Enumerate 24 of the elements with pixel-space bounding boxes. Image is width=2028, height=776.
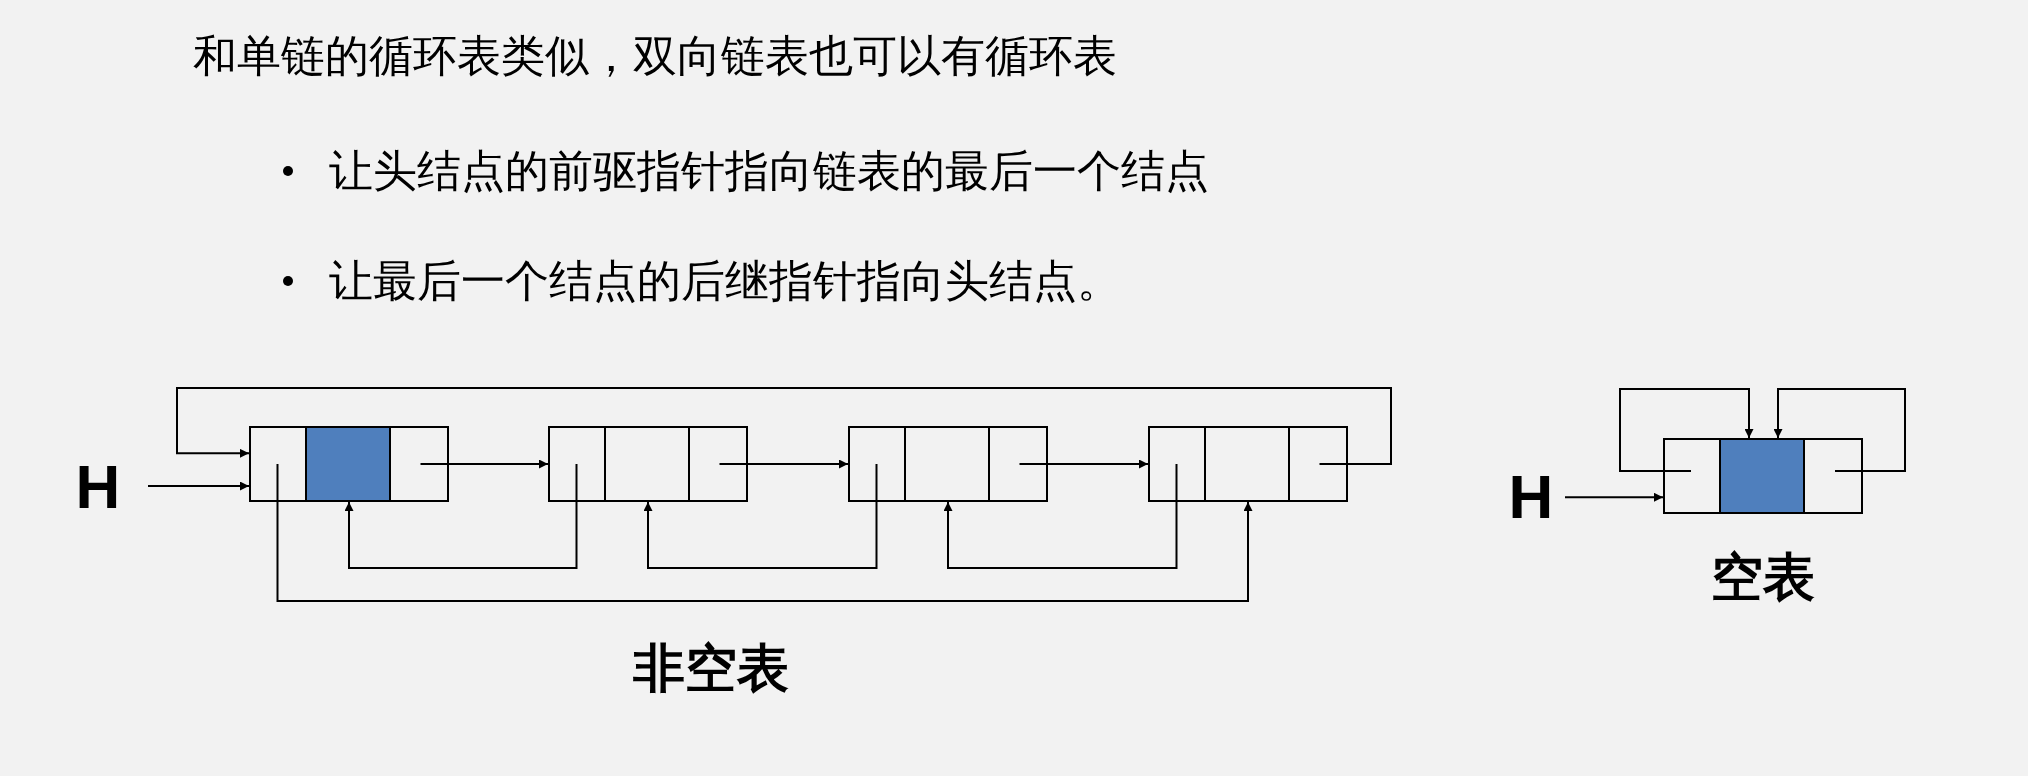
arrow <box>147 481 250 491</box>
arrow <box>643 463 878 569</box>
arrow <box>1619 388 1754 472</box>
arrow <box>419 459 549 469</box>
heading-text: 和单链的循环表类似，双向链表也可以有循环表 <box>193 30 1117 82</box>
bullet-text: 让头结点的前驱指针指向链表的最后一个结点 <box>329 145 1209 197</box>
head-pointer-label: H <box>1500 462 1562 532</box>
list-node-box <box>1148 426 1348 502</box>
arrow <box>276 463 1253 602</box>
head-pointer-label: H <box>50 452 146 522</box>
list-node-box <box>848 426 1048 502</box>
arrow <box>1773 388 1906 472</box>
caption-text: 非空表 <box>632 638 790 699</box>
arrow <box>718 459 849 469</box>
bullet-text: 让最后一个结点的后继指针指向头结点。 <box>329 255 1121 307</box>
list-node-box <box>1663 438 1863 514</box>
arrow <box>344 463 578 569</box>
arrow <box>1564 492 1664 502</box>
arrow <box>1018 459 1149 469</box>
list-node-box <box>249 426 449 502</box>
arrow <box>943 463 1178 569</box>
caption-text: 空表 <box>1710 547 1816 608</box>
arrow <box>176 387 1392 465</box>
list-node-box <box>548 426 748 502</box>
